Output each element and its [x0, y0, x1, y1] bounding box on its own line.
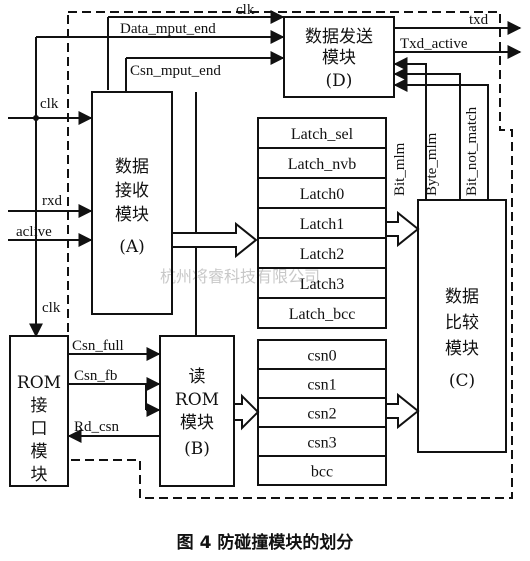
- read-rom-module: [159, 335, 235, 487]
- rom-if-label-2: 接: [31, 396, 48, 416]
- system-boundary: [67, 11, 513, 499]
- figure-caption: 图 4 防碰撞模块的划分: [177, 532, 354, 553]
- compare-module: [417, 199, 507, 453]
- csn-mput-end-label: Csn_mput_end: [130, 63, 221, 79]
- read-rom-label-3: 模块: [180, 413, 214, 433]
- return-line-1: [393, 57, 427, 200]
- receive-to-latch-arrow: [171, 221, 258, 259]
- send-module-label-3: (D): [326, 71, 353, 91]
- data-mput-end-label: Data_mput_end: [120, 21, 216, 37]
- register-label: Latch_sel: [291, 126, 354, 143]
- register-cell: [257, 297, 387, 329]
- clk-rom-label: clk: [42, 300, 61, 316]
- receive-module-label-3: 模块: [115, 205, 149, 225]
- rom-interface-module: [9, 335, 69, 487]
- csn-fb-label: Csn_fb: [74, 368, 117, 384]
- register-label: Latch_nvb: [288, 156, 356, 173]
- register-label: csn0: [307, 348, 336, 365]
- register-label: Latch_bcc: [289, 306, 356, 323]
- bit-mlm-label: Bit_mlm: [392, 142, 408, 196]
- register-label: csn1: [307, 377, 336, 394]
- compare-module-label-2: 比较: [445, 313, 479, 333]
- csn-full-label: Csn_full: [72, 338, 124, 354]
- latch-register-stack: Latch_selLatch_nvbLatch0Latch1Latch2Latc…: [257, 117, 387, 329]
- watermark-text: 杭州将睿科技有限公司: [160, 267, 320, 286]
- read-to-csn-arrow: [233, 393, 260, 431]
- register-label: Latch1: [300, 216, 344, 233]
- read-rom-label-4: (B): [184, 439, 210, 459]
- rom-if-label-3: 口: [31, 419, 48, 439]
- rom-if-label-4: 模: [31, 442, 48, 462]
- register-label: bcc: [311, 464, 333, 481]
- latch-to-compare-arrow: [385, 210, 420, 248]
- send-module-label-1: 数据发送: [305, 27, 373, 47]
- send-module-label-2: 模块: [322, 48, 356, 68]
- register-cell: [257, 455, 387, 486]
- receive-module: [91, 91, 173, 315]
- compare-module-label-4: (C): [449, 371, 475, 391]
- compare-module-label-3: 模块: [445, 339, 479, 359]
- read-rom-label-1: 读: [189, 367, 206, 387]
- compare-module-label-1: 数据: [445, 287, 479, 307]
- read-rom-label-2: ROM: [175, 390, 219, 410]
- register-label: Latch3: [300, 276, 344, 293]
- receive-module-label-2: 接收: [115, 181, 149, 201]
- rd-csn-label: Rd_csn: [74, 419, 120, 435]
- aclive-label: aclive: [16, 224, 52, 240]
- register-label: Latch0: [300, 186, 344, 203]
- csn-register-stack: csn0 csn1 csn2 csn3 bcc: [257, 339, 387, 486]
- byte-mlm-label: Byte_mlm: [424, 132, 440, 196]
- rxd-label: rxd: [42, 193, 62, 209]
- csn-to-compare-arrow: [385, 392, 420, 430]
- register-label: Latch2: [300, 246, 344, 263]
- bit-not-match-label: Bit_not_match: [464, 106, 480, 196]
- rom-if-label-1: ROM: [17, 373, 61, 393]
- register-label: csn3: [307, 435, 336, 452]
- txd-active-label: Txd_active: [400, 36, 468, 52]
- return-line-3: [393, 78, 489, 200]
- receive-module-label-4: (A): [119, 237, 145, 257]
- clk-left-label: clk: [40, 96, 59, 112]
- txd-label: txd: [469, 12, 489, 28]
- receive-module-label-1: 数据: [115, 157, 149, 177]
- register-label: csn2: [307, 406, 336, 423]
- return-line-2: [393, 67, 461, 200]
- clk-top-label: clk: [236, 2, 255, 18]
- rom-if-label-5: 块: [31, 465, 48, 485]
